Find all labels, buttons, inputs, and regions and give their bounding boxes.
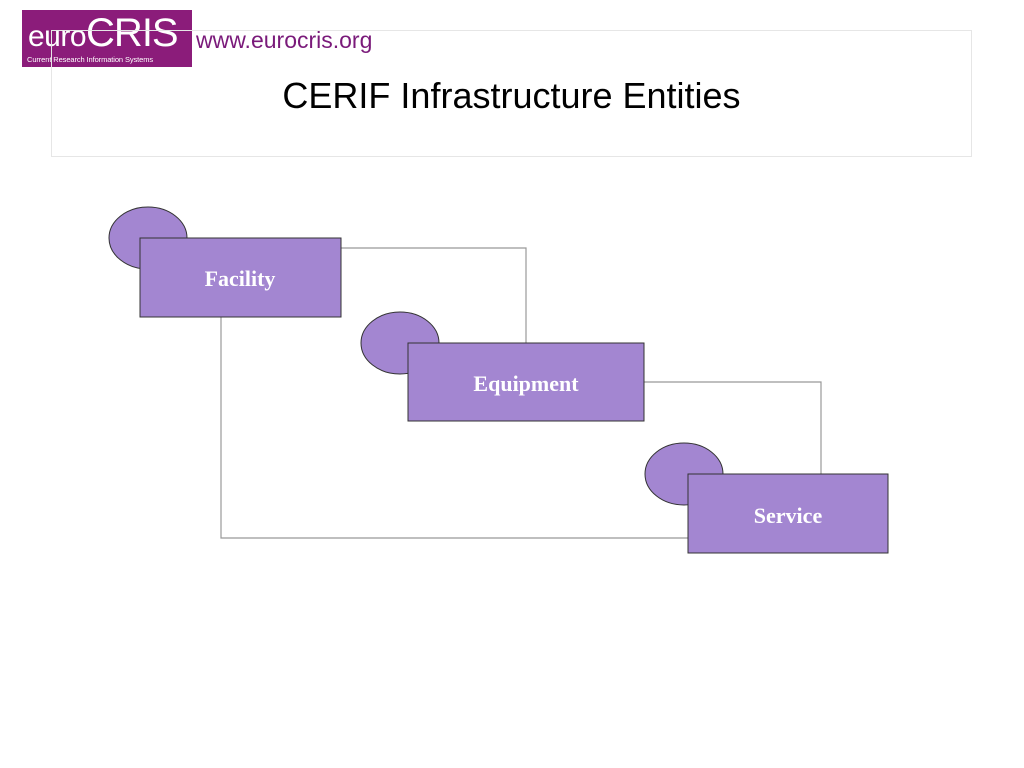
facility-label: Facility	[205, 266, 276, 291]
title-frame	[51, 30, 972, 157]
service-box	[687, 473, 889, 554]
facility-box	[139, 237, 342, 318]
equipment-label: Equipment	[473, 371, 579, 396]
entity-facility[interactable]: Facility	[108, 206, 342, 318]
website-url[interactable]: www.eurocris.org	[196, 27, 373, 53]
page-title: CERIF Infrastructure Entities	[282, 75, 741, 116]
logo-euro-text: euro	[28, 20, 87, 53]
service-label: Service	[754, 503, 823, 528]
logo-wordmark: euroCRIS	[28, 11, 179, 62]
connector-facility-service	[220, 317, 688, 539]
connectors	[220, 247, 822, 539]
logo-cris-text: CRIS	[86, 11, 179, 55]
logo-tagline: Current Research Information Systems	[27, 55, 154, 64]
entity-service[interactable]: Service	[644, 442, 889, 554]
eurocris-logo[interactable]: euroCRIS Current Research Information Sy…	[22, 10, 192, 67]
connector-facility-equipment	[341, 247, 527, 343]
entity-equipment[interactable]: Equipment	[360, 311, 645, 422]
connector-equipment-service	[644, 381, 822, 474]
equipment-box	[407, 342, 645, 422]
